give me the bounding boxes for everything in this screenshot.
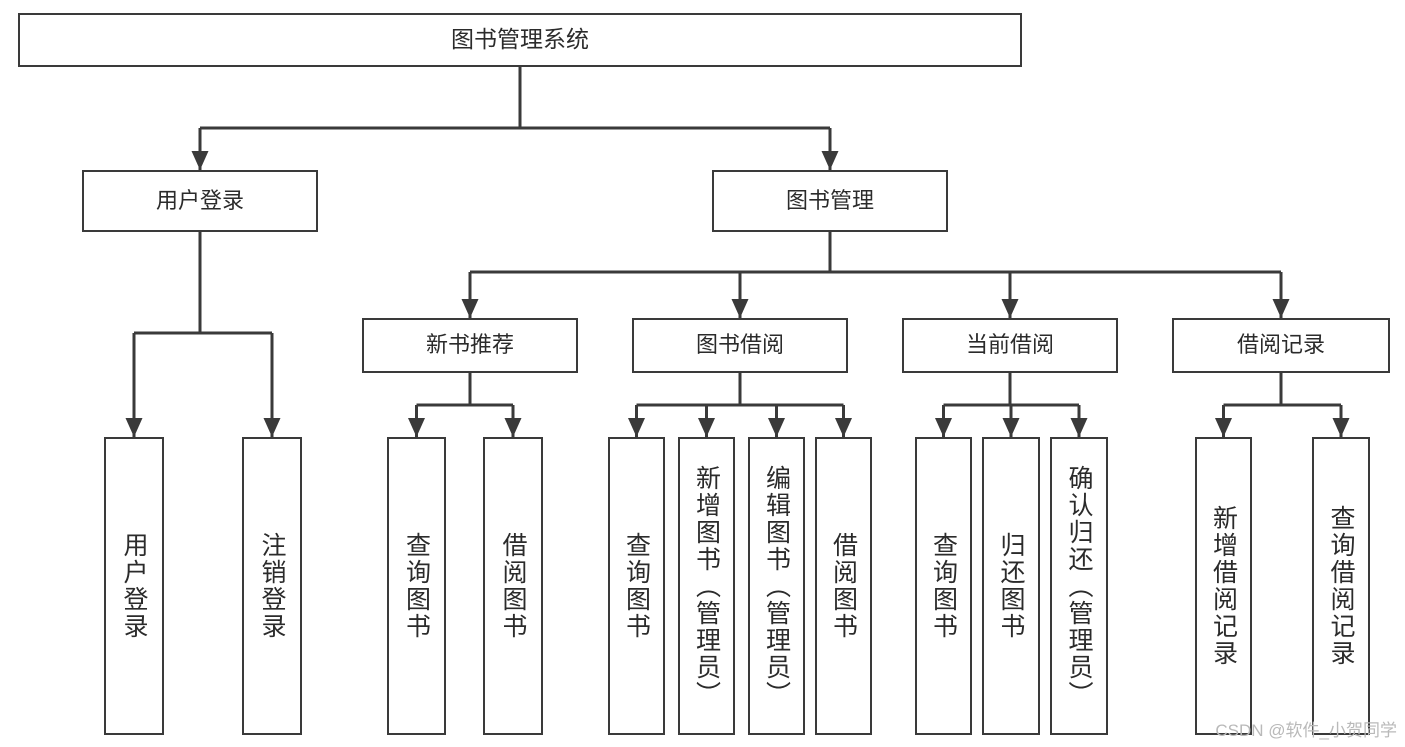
node-leaf-query-2[interactable]: 查询图书	[608, 437, 665, 735]
arrowhead-icon	[1272, 299, 1290, 318]
node-label: 查询图书	[402, 532, 431, 640]
node-leaf-borrow-2[interactable]: 借阅图书	[815, 437, 872, 735]
arrowhead-icon	[1070, 418, 1088, 437]
arrowhead-icon	[1001, 299, 1019, 318]
node-label: 归还图书	[997, 532, 1025, 640]
node-leaf-user-login[interactable]: 用户登录	[104, 437, 164, 735]
arrowhead-icon	[504, 418, 522, 437]
node-label: 图书管理	[785, 187, 874, 213]
node-label: 查询借阅记录	[1327, 505, 1355, 667]
node-label: 借阅记录	[1236, 332, 1325, 358]
arrowhead-icon	[461, 299, 479, 318]
node-label: 编辑图书（管理员）	[762, 464, 791, 708]
arrowhead-icon	[628, 418, 645, 437]
node-label: 查询图书	[622, 532, 651, 640]
arrowhead-icon	[731, 299, 749, 318]
node-label: 借阅图书	[829, 532, 858, 640]
node-leaf-query-rec[interactable]: 查询借阅记录	[1312, 437, 1370, 735]
node-leaf-add-book[interactable]: 新增图书（管理员）	[678, 437, 735, 735]
node-new-book-rec[interactable]: 新书推荐	[362, 318, 578, 373]
node-label: 当前借阅	[965, 332, 1054, 358]
node-label: 注销登录	[258, 532, 286, 640]
node-book-borrow[interactable]: 图书借阅	[632, 318, 848, 373]
node-label: 新增借阅记录	[1209, 505, 1238, 667]
arrowhead-icon	[935, 418, 952, 437]
node-user-login[interactable]: 用户登录	[82, 170, 318, 232]
arrowhead-icon	[821, 151, 839, 170]
arrowhead-icon	[1332, 418, 1350, 437]
arrowhead-icon	[1002, 418, 1020, 437]
node-leaf-add-rec[interactable]: 新增借阅记录	[1195, 437, 1252, 735]
arrowhead-icon	[698, 418, 715, 437]
node-leaf-confirm[interactable]: 确认归还（管理员）	[1050, 437, 1108, 735]
node-current-borrow[interactable]: 当前借阅	[902, 318, 1118, 373]
arrowhead-icon	[191, 151, 209, 170]
arrowhead-icon	[1215, 418, 1232, 437]
arrowhead-icon	[408, 418, 425, 437]
node-label: 查询图书	[929, 532, 958, 640]
node-leaf-logout[interactable]: 注销登录	[242, 437, 302, 735]
arrowhead-icon	[835, 418, 852, 437]
node-label: 用户登录	[155, 187, 244, 213]
node-label: 新增图书（管理员）	[692, 464, 721, 708]
node-leaf-query-3[interactable]: 查询图书	[915, 437, 972, 735]
arrowhead-icon	[263, 418, 281, 437]
node-label: 用户登录	[120, 532, 148, 640]
node-leaf-return[interactable]: 归还图书	[982, 437, 1040, 735]
arrowhead-icon	[768, 418, 785, 437]
node-book-manage[interactable]: 图书管理	[712, 170, 948, 232]
node-label: 新书推荐	[425, 332, 514, 358]
node-root[interactable]: 图书管理系统	[18, 13, 1022, 67]
node-leaf-borrow-1[interactable]: 借阅图书	[483, 437, 543, 735]
node-leaf-edit-book[interactable]: 编辑图书（管理员）	[748, 437, 805, 735]
arrowhead-icon	[125, 418, 143, 437]
node-label: 借阅图书	[499, 532, 527, 640]
node-label: 图书借阅	[695, 332, 784, 358]
node-leaf-query-1[interactable]: 查询图书	[387, 437, 446, 735]
node-label: 确认归还（管理员）	[1065, 464, 1093, 708]
node-label: 图书管理系统	[451, 26, 589, 53]
node-borrow-record[interactable]: 借阅记录	[1172, 318, 1390, 373]
